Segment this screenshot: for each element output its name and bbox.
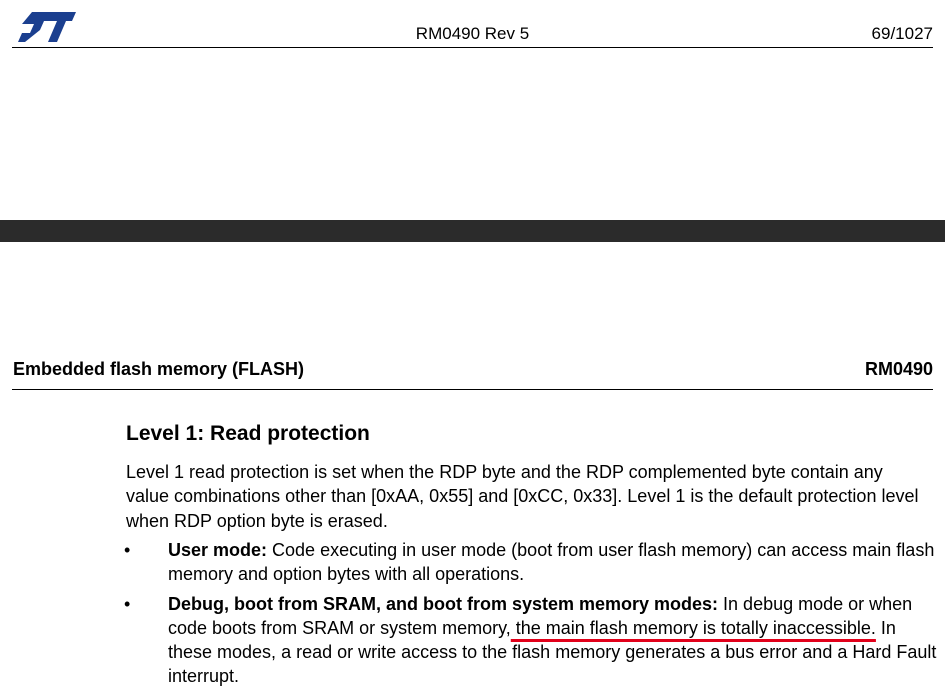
section-doc-ref: RM0490	[864, 359, 933, 379]
bullet-term: User mode:	[168, 540, 268, 560]
subsection-heading: Level 1: Read protection	[126, 422, 370, 445]
section-rule	[12, 389, 933, 390]
bullet-description: Code executing in user mode (boot from u…	[168, 540, 935, 584]
bullet-description-end: In these modes, a read or write access t…	[168, 618, 937, 686]
bullet-marker: •	[124, 540, 131, 560]
bullet-description: In debug mode or when code boots from SR…	[168, 594, 913, 638]
page-number: 69/1027	[871, 24, 933, 43]
page-separator	[0, 220, 945, 242]
bullet-marker: •	[124, 594, 131, 614]
header-rule	[12, 47, 933, 48]
red-underlined-text: the main flash memory is totally inacces…	[510, 618, 876, 638]
body-paragraph: Level 1 read protection is set when the …	[126, 462, 919, 531]
bullet-term: Debug, boot from SRAM, and boot from sys…	[168, 594, 719, 614]
bullet-item-user-mode: User mode: Code executing in user mode (…	[168, 538, 938, 586]
st-logo-icon	[18, 12, 76, 42]
document-id: RM0490 Rev 5	[415, 24, 530, 43]
bullet-item-debug-mode: Debug, boot from SRAM, and boot from sys…	[168, 592, 938, 688]
section-title: Embedded flash memory (FLASH)	[13, 359, 305, 379]
